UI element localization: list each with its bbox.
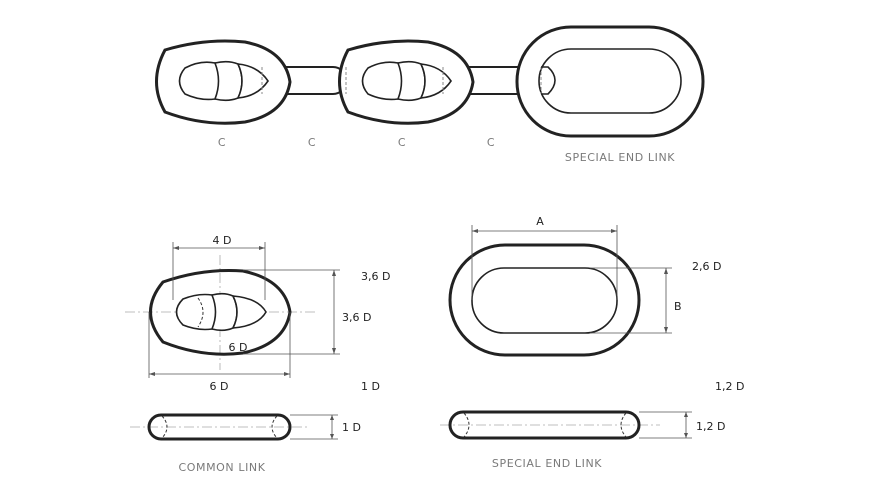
common-dim-6d-outer: 6 D: [210, 380, 229, 393]
end-dim-1-2d-side: 1,2 D: [715, 380, 744, 393]
end-dim-b: B: [674, 300, 682, 313]
special-end-link-caption: SPECIAL END LINK: [492, 457, 602, 470]
special-end-link-detail: A B 2,6 D 1,2 D 1,2 D SPECIAL END LINK: [440, 215, 744, 470]
end-dim-1-2d-thickness: 1,2 D: [696, 420, 725, 433]
common-link-2: [338, 39, 475, 125]
chain-label-c-3: C: [398, 136, 406, 149]
chain-label-c-2: C: [308, 136, 316, 149]
common-link-caption: COMMON LINK: [178, 461, 265, 474]
end-dim-a: A: [536, 215, 544, 228]
end-dim-2-6d: 2,6 D: [692, 260, 721, 273]
chain-end-link-caption: SPECIAL END LINK: [565, 151, 675, 164]
special-end-link-top: [515, 25, 705, 138]
chain-assembly: C C C C SPECIAL END LINK: [155, 25, 705, 164]
common-dim-6d-inner: 6 D: [229, 341, 248, 354]
common-link-detail: 4 D 3,6 D 3,6 D 6 D 6 D 1 D 1 D COMMON L…: [125, 234, 390, 474]
common-link-1: [155, 39, 292, 125]
common-dim-3-6d-outer: 3,6 D: [361, 270, 390, 283]
common-dim-1d-thickness: 1 D: [342, 421, 361, 434]
common-dim-1d-side: 1 D: [361, 380, 380, 393]
common-dim-4d: 4 D: [213, 234, 232, 247]
common-dim-3-6d-inner: 3,6 D: [342, 311, 371, 324]
chain-label-c-1: C: [218, 136, 226, 149]
chain-label-c-4: C: [487, 136, 495, 149]
